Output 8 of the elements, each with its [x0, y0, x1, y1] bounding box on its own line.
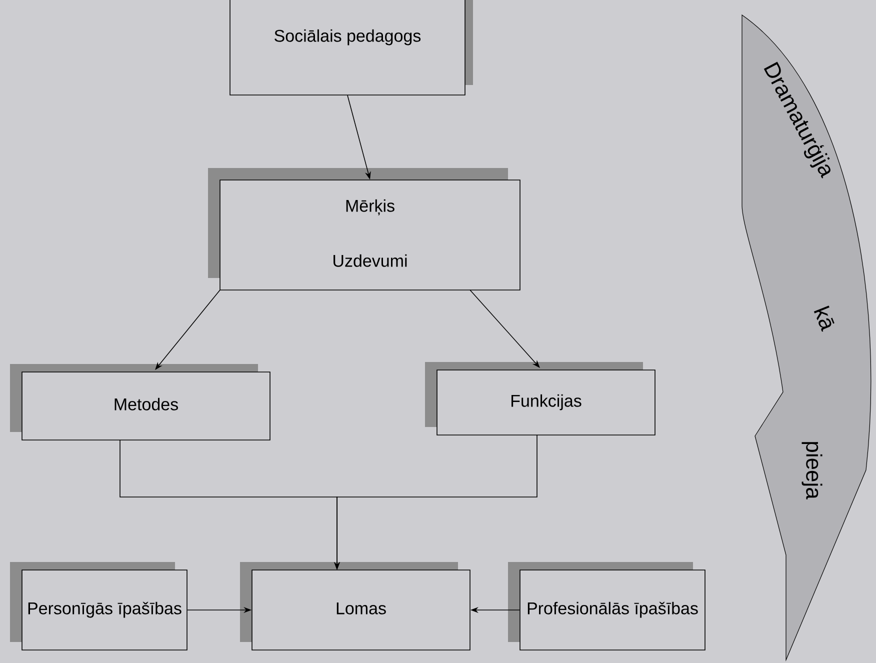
process-box: Personīgās īpašības — [10, 562, 188, 650]
process-box: Sociālais pedagogs — [230, 0, 473, 96]
process-box: Metodes — [10, 364, 270, 440]
arrow — [470, 290, 540, 368]
process-box: Lomas — [240, 562, 470, 650]
process-box: Profesionālās īpašības — [508, 562, 706, 650]
process-box: Mērķis Uzdevumi — [208, 168, 520, 290]
process-box: Funkcijas — [425, 362, 656, 436]
